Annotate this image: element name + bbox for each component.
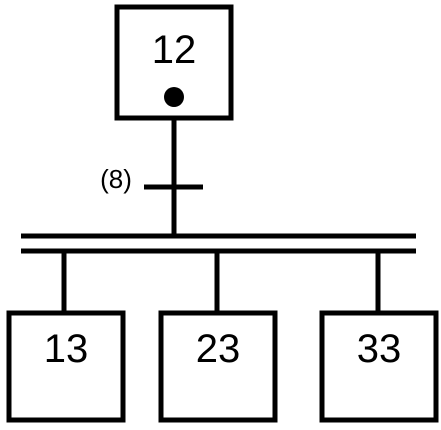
step-label-12: 12 — [152, 28, 197, 72]
step-box-23 — [158, 310, 278, 423]
step-label-23: 23 — [196, 327, 241, 371]
transition-label: (8) — [100, 164, 132, 194]
step-label-33: 33 — [357, 327, 402, 371]
step-box-13 — [6, 310, 126, 423]
step-label-13: 13 — [44, 327, 89, 371]
active-step-token — [164, 87, 184, 107]
step-box-33 — [319, 310, 439, 423]
